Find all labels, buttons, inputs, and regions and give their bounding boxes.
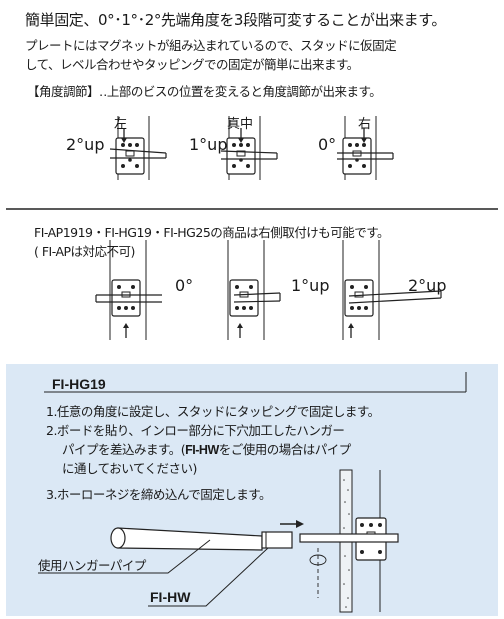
right-mount-exception: ( FI-APは対応不可)	[34, 244, 135, 259]
angle-2up-mid: 2°up	[408, 276, 447, 295]
label-left: 左	[114, 117, 128, 132]
diagram-top-left	[109, 115, 167, 181]
install-steps-panel	[6, 364, 498, 616]
right-mount-note: FI-AP1919・FI-HG19・FI-HG25の商品は右側取付けも可能です。	[34, 225, 390, 240]
diagram-mid-left	[95, 240, 162, 340]
diagram-mid-right	[342, 240, 442, 340]
step-3: 3.ホーローネジを締め込んで固定します。	[46, 487, 272, 502]
step-2: 2.ボードを貼り、インロー部分に下穴加工したハンガー	[46, 423, 345, 438]
label-right: 右	[358, 117, 372, 132]
angle-2up-top: 2°up	[66, 135, 105, 154]
pipe-label: 使用ハンガーパイプ	[38, 558, 146, 573]
step-1: 1.任意の角度に設定し、スタッドにタッピングで固定します。	[46, 404, 380, 419]
fi-hw-inline: FI-HW	[185, 443, 219, 457]
diagram-mid-center	[227, 240, 281, 340]
angle-1up-mid: 1°up	[291, 276, 330, 295]
diagram-top-center	[220, 115, 278, 181]
label-center: 真中	[227, 117, 254, 132]
angle-1up-top: 1°up	[189, 135, 228, 154]
angle-adjust-note: 【角度調節】‥上部のビスの位置を変えると角度調節が出来ます。	[27, 84, 382, 99]
step-2-cont: パイプを差込みます。(FI-HWをご使用の場合はパイプ	[62, 442, 351, 457]
intro-line-1: 簡単固定、0°･1°･2°先端角度を3段階可変することが出来ます。	[25, 11, 446, 29]
intro-line-2: プレートにはマグネットが組み込まれているので、スタッドに仮固定	[25, 38, 397, 53]
hw-label: FI-HW	[150, 589, 191, 605]
step-2-cont2: に通しておいてください)	[62, 461, 197, 476]
angle-0-mid: 0°	[175, 276, 194, 295]
angle-0-top: 0°	[318, 135, 337, 154]
intro-line-3: して、レベル合わせやタッピングでの固定が簡単に出来ます。	[25, 57, 359, 72]
diagram-top-right	[337, 115, 394, 181]
product-title: FI-HG19	[52, 376, 106, 392]
